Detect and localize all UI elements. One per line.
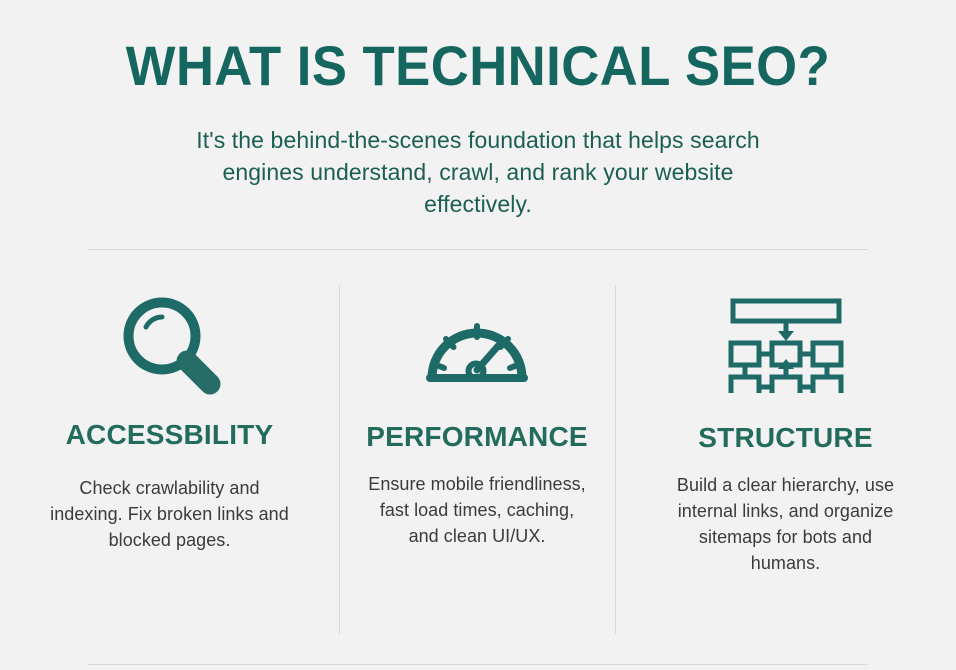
- feature-body-accessibility: Check crawlability and indexing. Fix bro…: [50, 478, 289, 550]
- feature-column-performance: PERFORMANCE Ensure mobile friendliness, …: [339, 285, 615, 549]
- feature-body-performance: Ensure mobile friendliness, fast load ti…: [368, 474, 586, 546]
- divider-vertical-right: [615, 285, 616, 634]
- page-title: WHAT IS TECHNICAL SEO?: [125, 34, 831, 97]
- sitemap-hierarchy-icon: [671, 285, 900, 405]
- page-subtitle: It's the behind-the-scenes foundation th…: [196, 127, 760, 217]
- divider-horizontal-top: [88, 249, 868, 250]
- feature-body-structure: Build a clear hierarchy, use internal li…: [676, 475, 895, 573]
- feature-column-accessibility: ACCESSBILITY Check crawlability and inde…: [0, 285, 339, 553]
- speedometer-gauge-icon: [363, 285, 591, 405]
- feature-column-structure: STRUCTURE Build a clear hierarchy, use i…: [615, 285, 956, 576]
- feature-heading-accessibility: ACCESSBILITY: [65, 419, 274, 450]
- feature-columns: ACCESSBILITY Check crawlability and inde…: [0, 285, 956, 576]
- header-section: WHAT IS TECHNICAL SEO? It's the behind-t…: [0, 0, 956, 220]
- divider-horizontal-bottom: [88, 664, 868, 665]
- feature-heading-structure: STRUCTURE: [698, 422, 873, 453]
- divider-vertical-left: [339, 285, 340, 634]
- feature-heading-performance: PERFORMANCE: [366, 421, 588, 452]
- magnifying-glass-icon: [44, 285, 295, 405]
